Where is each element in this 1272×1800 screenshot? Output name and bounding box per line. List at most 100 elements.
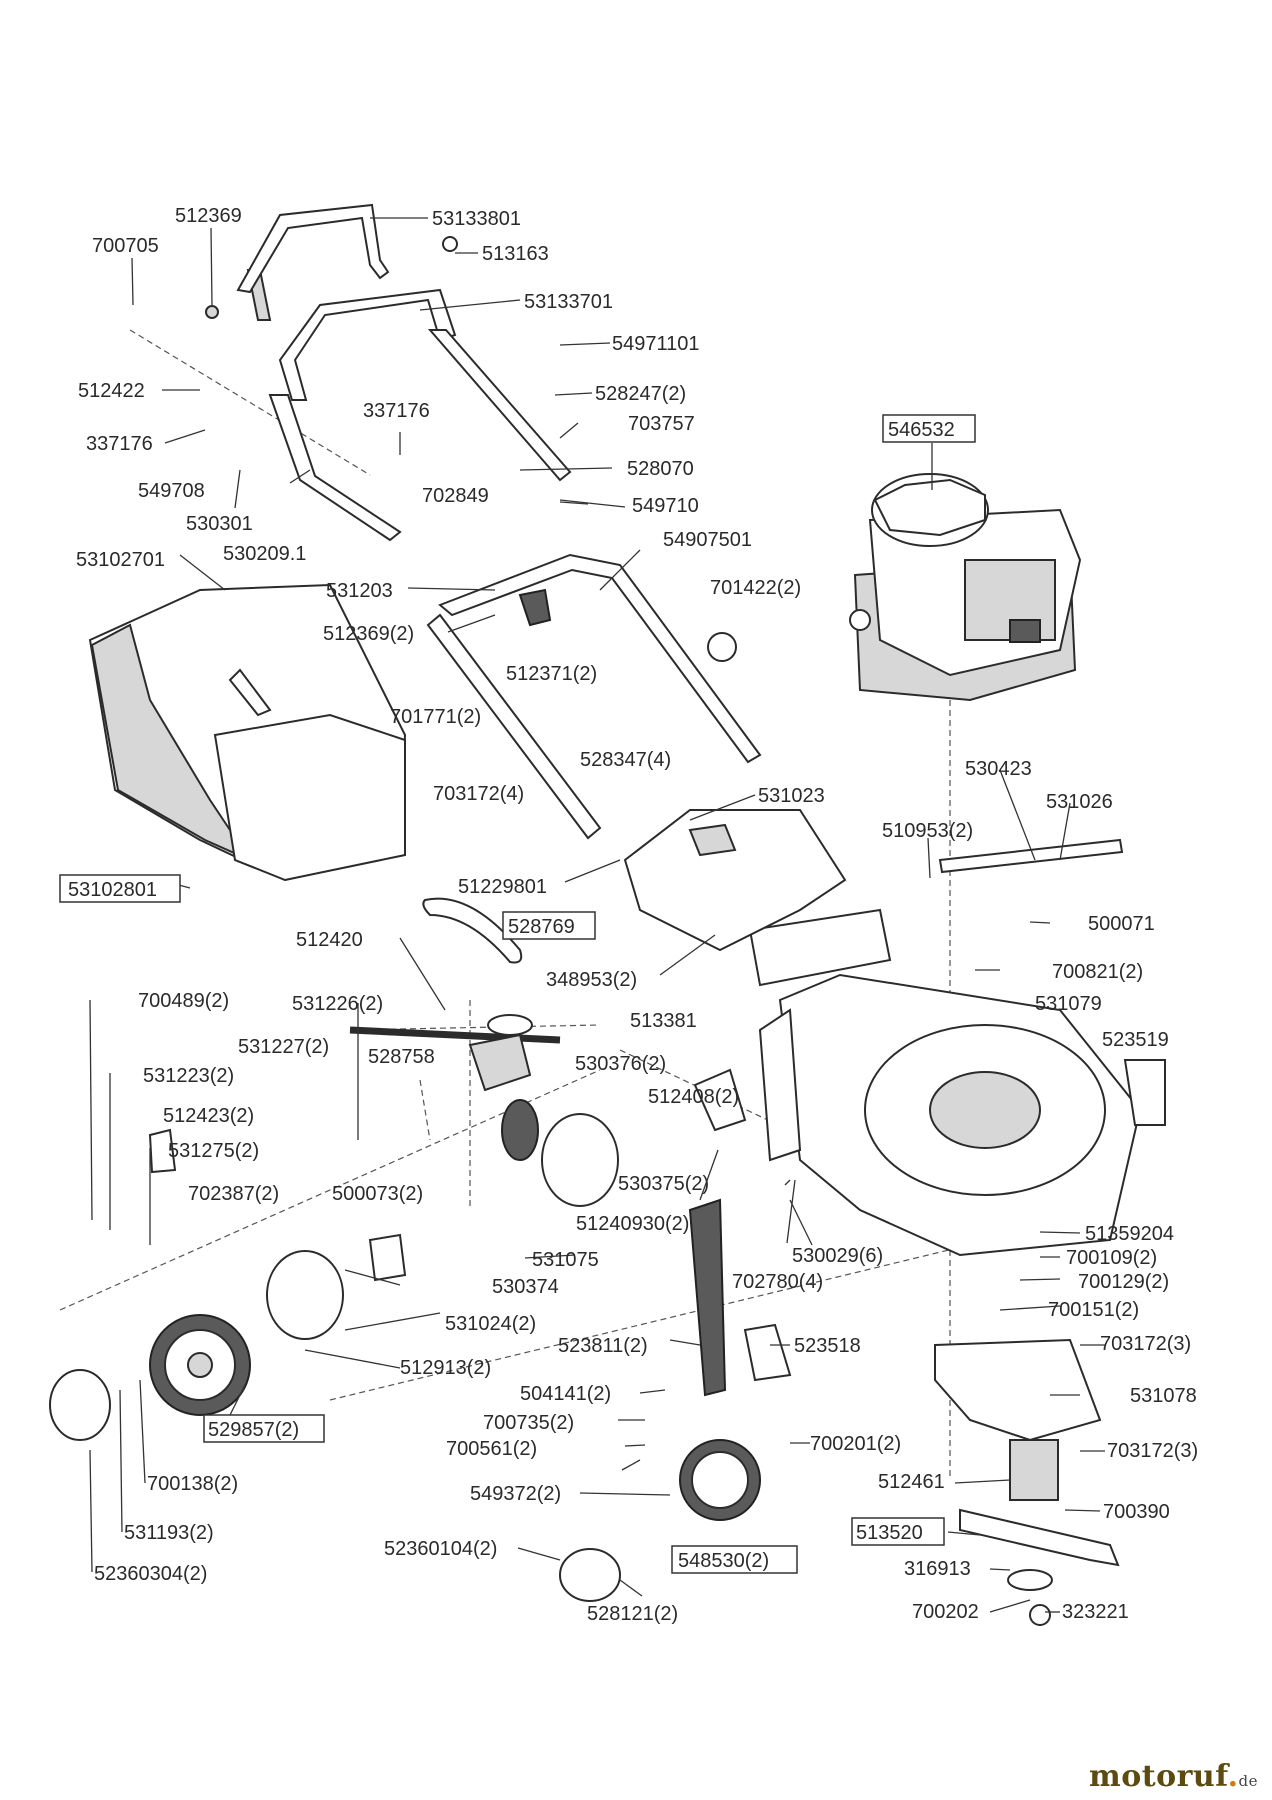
blade-assembly <box>934 1338 1120 1626</box>
part-label-51240930: 51240930(2) <box>576 1213 689 1235</box>
part-label-512913: 512913(2) <box>400 1357 491 1379</box>
engine <box>849 473 1082 702</box>
part-label-700151: 700151(2) <box>1048 1299 1139 1321</box>
part-box-53102801 <box>59 874 181 903</box>
part-label-323221: 323221 <box>1062 1601 1129 1623</box>
cable-guide <box>236 203 390 294</box>
mower-deck <box>748 908 1142 1257</box>
part-label-51359204: 51359204 <box>1085 1223 1174 1245</box>
part-label-701422: 701422(2) <box>710 577 801 599</box>
part-box-513520 <box>851 1517 945 1546</box>
part-label-703172-3: 703172(3) <box>1100 1333 1191 1355</box>
part-label-701771: 701771(2) <box>390 706 481 728</box>
part-label-700138: 700138(2) <box>147 1473 238 1495</box>
part-label-523518: 523518 <box>794 1335 861 1357</box>
part-label-504141: 504141(2) <box>520 1383 611 1405</box>
part-label-512369: 512369 <box>175 205 242 227</box>
part-label-53133701: 53133701 <box>524 291 613 313</box>
part-box-529857 <box>203 1414 325 1443</box>
part-label-702387: 702387(2) <box>188 1183 279 1205</box>
part-label-512369-2: 512369(2) <box>323 623 414 645</box>
watermark-brand: motoruf <box>1088 1759 1228 1794</box>
part-label-337176: 337176 <box>86 433 153 455</box>
part-label-528347: 528347(4) <box>580 749 671 771</box>
part-label-700129: 700129(2) <box>1078 1271 1169 1293</box>
part-box-528769 <box>502 911 596 940</box>
part-label-512422: 512422 <box>78 380 145 402</box>
part-label-52360304: 52360304(2) <box>94 1563 207 1585</box>
part-label-700561: 700561(2) <box>446 1438 537 1460</box>
rear-wheel-disc <box>266 1113 619 1340</box>
part-label-700489: 700489(2) <box>138 990 229 1012</box>
part-label-52360104: 52360104(2) <box>384 1538 497 1560</box>
part-label-531078: 531078 <box>1130 1385 1197 1407</box>
site-watermark: motoruf.de <box>1089 1759 1258 1794</box>
rear-cover <box>623 809 847 952</box>
part-label-530376: 530376(2) <box>575 1053 666 1075</box>
part-label-500071: 500071 <box>1088 913 1155 935</box>
part-label-530375: 530375(2) <box>618 1173 709 1195</box>
part-label-531227: 531227(2) <box>238 1036 329 1058</box>
part-label-337176: 337176 <box>363 400 430 422</box>
part-label-546532: 546532 <box>888 419 955 441</box>
part-label-528247: 528247(2) <box>595 383 686 405</box>
part-label-702780: 702780(4) <box>732 1271 823 1293</box>
small-parts <box>148 236 1166 1397</box>
part-label-700735: 700735(2) <box>483 1412 574 1434</box>
part-label-702849: 702849 <box>422 485 489 507</box>
part-label-530301: 530301 <box>186 513 253 535</box>
leader-lines <box>89 217 1105 1613</box>
part-label-513381: 513381 <box>630 1010 697 1032</box>
part-box-548530 <box>671 1545 798 1574</box>
assembly-axes <box>59 329 1001 1480</box>
part-label-531024: 531024(2) <box>445 1313 536 1335</box>
part-label-531075: 531075 <box>532 1249 599 1271</box>
front-wheel <box>559 1439 761 1602</box>
part-label-510953: 510953(2) <box>882 820 973 842</box>
grass-catcher <box>88 583 407 882</box>
part-label-700705: 700705 <box>92 235 159 257</box>
part-label-528769: 528769 <box>508 916 575 938</box>
part-label-703172-3b: 703172(3) <box>1107 1440 1198 1462</box>
part-label-703757: 703757 <box>628 413 695 435</box>
part-label-513520: 513520 <box>856 1522 923 1544</box>
part-label-700109: 700109(2) <box>1066 1247 1157 1269</box>
part-label-700390: 700390 <box>1103 1501 1170 1523</box>
watermark-tld: de <box>1238 1772 1258 1790</box>
part-label-500073: 500073(2) <box>332 1183 423 1205</box>
part-label-512423: 512423(2) <box>163 1105 254 1127</box>
part-label-549372: 549372(2) <box>470 1483 561 1505</box>
part-box-546532 <box>882 414 976 443</box>
part-label-549708: 549708 <box>138 480 205 502</box>
gearbox <box>349 1014 561 1161</box>
part-label-530209-1: 530209.1 <box>223 543 306 565</box>
part-label-531193: 531193(2) <box>124 1522 214 1544</box>
part-label-700202: 700202 <box>912 1601 979 1623</box>
part-label-700821: 700821(2) <box>1052 961 1143 983</box>
part-label-531223: 531223(2) <box>143 1065 234 1087</box>
part-label-529857: 529857(2) <box>208 1419 299 1441</box>
part-label-53102801: 53102801 <box>68 879 157 901</box>
watermark-dot: . <box>1227 1759 1239 1794</box>
part-label-54907501: 54907501 <box>663 529 752 551</box>
upper-handle <box>246 269 572 542</box>
part-label-531226: 531226(2) <box>292 993 383 1015</box>
part-label-316913: 316913 <box>904 1558 971 1580</box>
part-label-549710: 549710 <box>632 495 699 517</box>
part-label-523519: 523519 <box>1102 1029 1169 1051</box>
part-label-512420: 512420 <box>296 929 363 951</box>
part-label-53133801: 53133801 <box>432 208 521 230</box>
part-label-512408: 512408(2) <box>648 1086 739 1108</box>
drive-belt <box>422 897 523 964</box>
part-label-348953: 348953(2) <box>546 969 637 991</box>
part-label-531079: 531079 <box>1035 993 1102 1015</box>
part-label-512371: 512371(2) <box>506 663 597 685</box>
part-label-528070: 528070 <box>627 458 694 480</box>
part-label-523811: 523811(2) <box>558 1335 648 1357</box>
part-label-531275: 531275(2) <box>168 1140 259 1162</box>
part-label-530029: 530029(6) <box>792 1245 883 1267</box>
part-label-530423: 530423 <box>965 758 1032 780</box>
part-label-54971101: 54971101 <box>612 333 700 355</box>
part-label-528758: 528758 <box>368 1046 435 1068</box>
part-label-513163: 513163 <box>482 243 549 265</box>
